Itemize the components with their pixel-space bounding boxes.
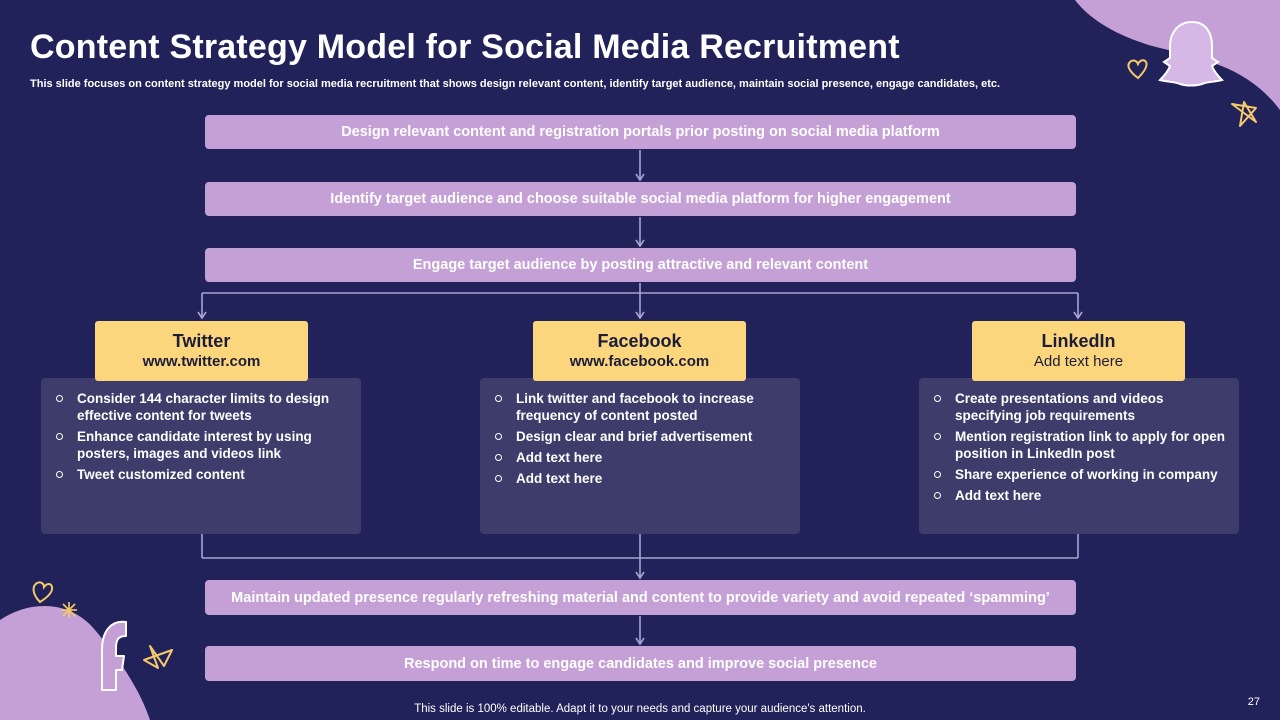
page-number: 27 bbox=[1247, 696, 1260, 708]
platform-header-twitter: Twitter www.twitter.com bbox=[95, 321, 308, 381]
list-item: Design clear and brief advertisement bbox=[495, 428, 788, 445]
corner-blob-bottom-left bbox=[0, 606, 150, 720]
step-maintain-presence: Maintain updated presence regularly refr… bbox=[205, 580, 1076, 615]
list-item: Share experience of working in company bbox=[934, 466, 1227, 483]
list-item: Tweet customized content bbox=[56, 466, 349, 483]
step-design-content: Design relevant content and registration… bbox=[205, 115, 1076, 149]
page-subtitle: This slide focuses on content strategy m… bbox=[30, 78, 1001, 90]
heart-doodle-icon bbox=[1127, 59, 1148, 80]
footer-note: This slide is 100% editable. Adapt it to… bbox=[414, 703, 866, 715]
star-doodle-icon-top bbox=[1231, 101, 1257, 127]
step-respond-on-time: Respond on time to engage candidates and… bbox=[205, 646, 1076, 681]
page-title: Content Strategy Model for Social Media … bbox=[30, 28, 900, 66]
platform-url: www.facebook.com bbox=[569, 353, 710, 370]
step-engage-audience: Engage target audience by posting attrac… bbox=[205, 248, 1076, 282]
sparkle-doodle-icon bbox=[61, 602, 77, 618]
list-item: Consider 144 character limits to design … bbox=[56, 390, 349, 424]
platform-name: Facebook bbox=[597, 331, 682, 351]
bullet-list: Consider 144 character limits to design … bbox=[41, 378, 361, 483]
list-item: Add text here bbox=[934, 487, 1227, 504]
platform-header-facebook: Facebook www.facebook.com bbox=[533, 321, 746, 381]
platform-url: www.twitter.com bbox=[142, 353, 261, 370]
platform-name: Twitter bbox=[172, 331, 231, 351]
list-item: Create presentations and videos specifyi… bbox=[934, 390, 1227, 424]
corner-blob-top-right bbox=[1075, 0, 1280, 110]
list-item: Mention registration link to apply for o… bbox=[934, 429, 1226, 461]
star-doodle-icon-bottom bbox=[143, 645, 173, 669]
platform-name: LinkedIn bbox=[1041, 331, 1116, 351]
heart-doodle-icon-bottom bbox=[32, 581, 54, 604]
platform-box-twitter: Consider 144 character limits to design … bbox=[41, 378, 361, 534]
bullet-list: Create presentations and videos specifyi… bbox=[919, 378, 1239, 504]
list-item: Add text here bbox=[495, 449, 788, 466]
list-item: Link twitter and facebook to increase fr… bbox=[495, 390, 788, 424]
facebook-f-icon bbox=[101, 620, 127, 691]
bullet-list: Link twitter and facebook to increase fr… bbox=[480, 378, 800, 487]
step-identify-audience: Identify target audience and choose suit… bbox=[205, 182, 1076, 216]
platform-box-facebook: Link twitter and facebook to increase fr… bbox=[480, 378, 800, 534]
platform-header-linkedin: LinkedIn Add text here bbox=[972, 321, 1185, 381]
list-item: Enhance candidate interest by using post… bbox=[56, 428, 349, 462]
platform-subtitle: Add text here bbox=[1033, 353, 1124, 370]
platform-box-linkedin: Create presentations and videos specifyi… bbox=[919, 378, 1239, 534]
snapchat-ghost-icon bbox=[1158, 20, 1224, 87]
list-item: Add text here bbox=[495, 470, 788, 487]
